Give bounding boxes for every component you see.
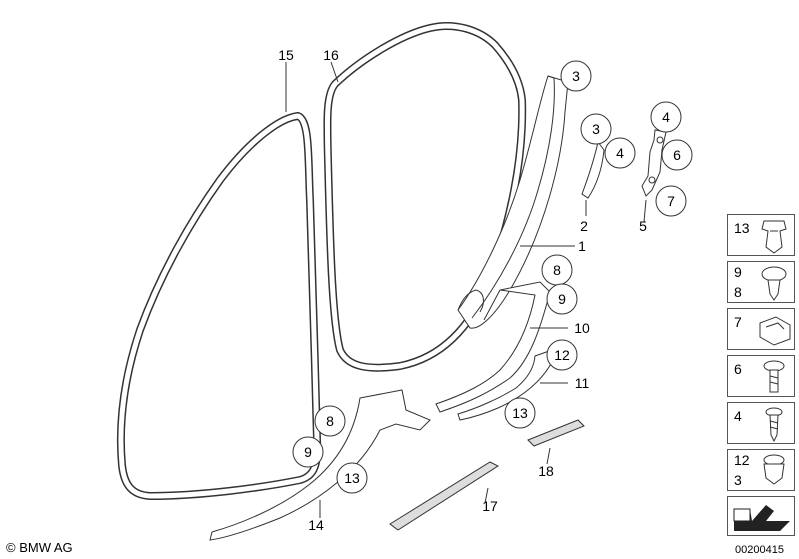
- callout-10: 10: [574, 320, 590, 336]
- nav-arrow-panel[interactable]: [727, 496, 795, 536]
- svg-text:3: 3: [592, 121, 600, 137]
- svg-text:13: 13: [344, 470, 360, 486]
- door-seal-15: [116, 111, 322, 501]
- callout-4a: 4: [604, 137, 636, 169]
- svg-text:9: 9: [304, 444, 312, 460]
- svg-text:4: 4: [662, 109, 670, 125]
- arrow-icon: [733, 505, 790, 531]
- fastener-panel-13: 13: [727, 214, 795, 256]
- callout-13a: 13: [504, 397, 536, 429]
- fastener-label-13: 13: [734, 220, 750, 236]
- svg-text:4: 4: [616, 145, 624, 161]
- callout-13b: 13: [336, 462, 368, 494]
- svg-text:13: 13: [512, 405, 528, 421]
- fastener-panel-12-3: 12 3: [727, 449, 795, 491]
- fastener-label-3: 3: [734, 472, 742, 488]
- callout-15: 15: [278, 47, 294, 63]
- spring-clip-icon: [759, 316, 791, 346]
- push-rivet-icon: [761, 266, 787, 301]
- callout-18: 18: [538, 463, 554, 479]
- svg-text:8: 8: [553, 262, 561, 278]
- callout-9b: 9: [292, 436, 324, 468]
- callout-14: 14: [308, 517, 324, 533]
- svg-text:3: 3: [572, 68, 580, 84]
- callout-3a: 3: [560, 60, 592, 92]
- screw-icon: [763, 360, 785, 393]
- diagram-id: 00200415: [735, 544, 784, 556]
- trim-2: [581, 140, 605, 199]
- tapping-screw-icon: [765, 407, 783, 443]
- sill-plate-17: [389, 461, 500, 531]
- callout-2: 2: [580, 218, 588, 234]
- callout-4b: 4: [650, 101, 682, 133]
- callout-11: 11: [575, 375, 590, 391]
- fastener-panel-7: 7: [727, 308, 795, 350]
- callout-8a: 8: [541, 254, 573, 286]
- sill-trim-10: [435, 281, 551, 413]
- svg-text:9: 9: [558, 291, 566, 307]
- callout-1: 1: [578, 238, 586, 254]
- callout-12: 12: [546, 339, 578, 371]
- callout-16: 16: [323, 47, 339, 63]
- callout-17: 17: [482, 498, 498, 514]
- bracket-5: [641, 129, 667, 197]
- copyright: © BMW AG: [6, 540, 73, 555]
- nut-clip-icon: [763, 454, 785, 485]
- svg-text:6: 6: [673, 147, 681, 163]
- door-seal-16: [323, 22, 527, 372]
- callout-3b: 3: [580, 113, 612, 145]
- svg-text:8: 8: [326, 413, 334, 429]
- clip-icon: [761, 220, 787, 254]
- fastener-label-8: 8: [734, 284, 742, 300]
- fastener-label-7: 7: [734, 314, 742, 330]
- leader-lines: [285, 61, 647, 518]
- fastener-panel-4: 4: [727, 402, 795, 444]
- sill-plate-18: [527, 419, 585, 447]
- fastener-panel-6: 6: [727, 355, 795, 397]
- callout-5: 5: [639, 218, 647, 234]
- fastener-label-12: 12: [734, 452, 750, 468]
- sill-trim-11: [457, 349, 553, 421]
- fastener-label-4: 4: [734, 408, 742, 424]
- fastener-label-6: 6: [734, 361, 742, 377]
- pillar-trim-1: [457, 75, 569, 329]
- svg-text:7: 7: [667, 193, 675, 209]
- callout-7: 7: [655, 185, 687, 217]
- callout-6: 6: [661, 139, 693, 171]
- fastener-panel-9-8: 9 8: [727, 261, 795, 303]
- callout-8b: 8: [314, 405, 346, 437]
- lower-trim-14: [209, 389, 431, 541]
- callout-9a: 9: [546, 283, 578, 315]
- fastener-label-9: 9: [734, 264, 742, 280]
- svg-text:12: 12: [554, 347, 570, 363]
